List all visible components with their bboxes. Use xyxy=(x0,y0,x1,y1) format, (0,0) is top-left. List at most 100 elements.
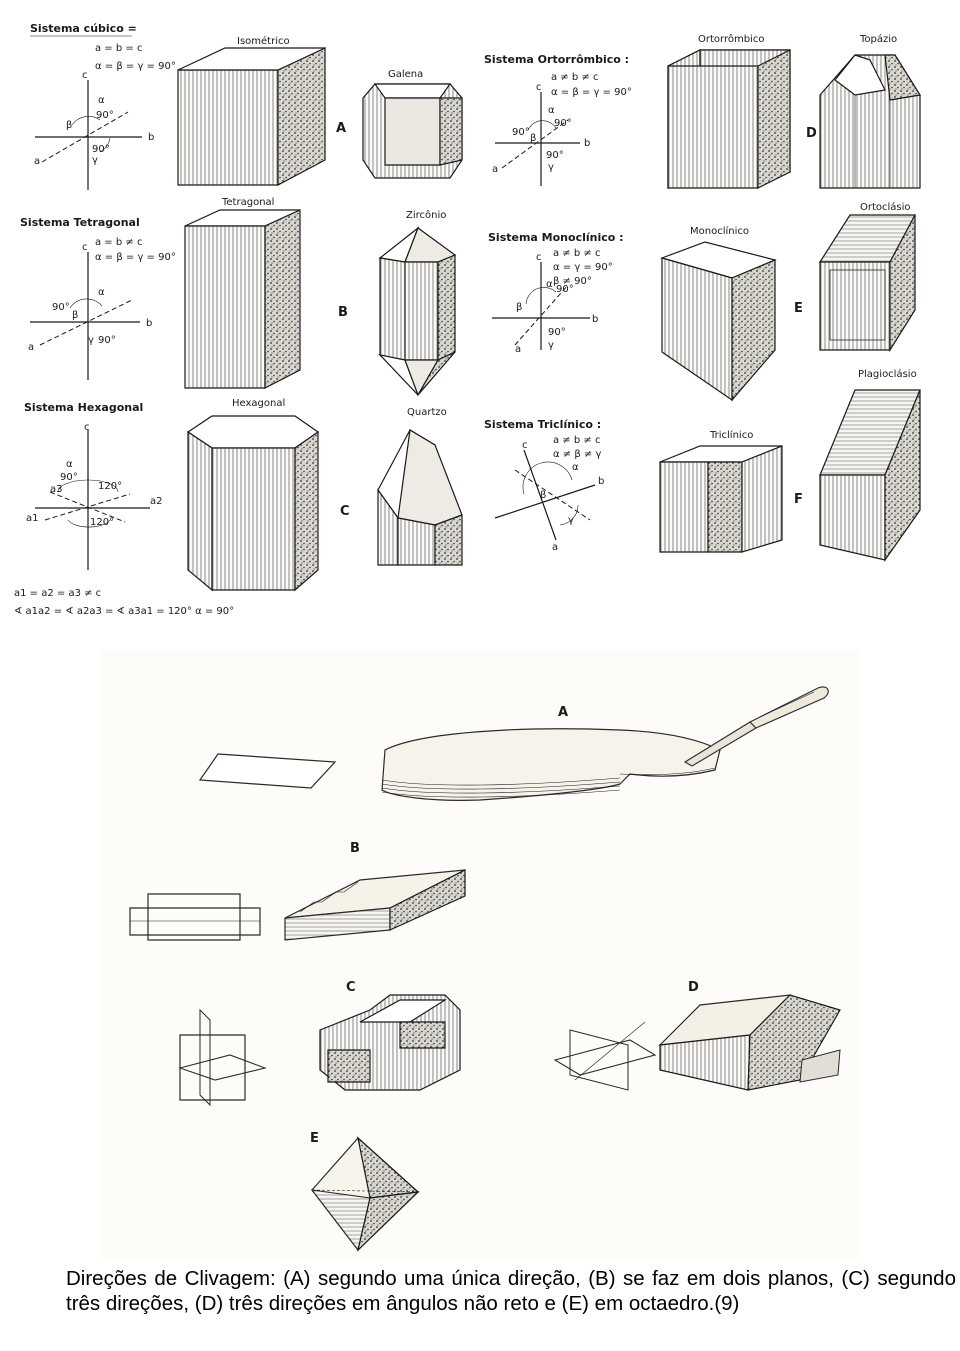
monoclinic-heading: Sistema Monoclínico : xyxy=(488,231,624,244)
monoclinic-right-angle2: 90° xyxy=(548,327,566,338)
figure-caption: Direções de Clivagem: (A) segundo uma ún… xyxy=(66,1267,956,1315)
tetragonal-heading: Sistema Tetragonal xyxy=(20,216,140,229)
triclinic-heading: Sistema Triclínico : xyxy=(484,418,601,431)
cleavage-b-planes-icon xyxy=(129,893,261,941)
cleavage-c: C xyxy=(178,980,461,1107)
orthorhombic-system: Sistema Ortorrômbico : a ≠ b ≠ c α = β =… xyxy=(484,33,921,189)
cleavage-d: D xyxy=(553,980,841,1091)
orthoclase-crystal-drawing xyxy=(818,214,916,353)
orthorhombic-axis-c: c xyxy=(536,82,542,93)
cubic-axis-a: a xyxy=(34,156,40,167)
cleavage-a: A xyxy=(198,686,829,801)
topaz-crystal-drawing xyxy=(819,54,921,189)
triclinic-letter: F xyxy=(794,492,803,507)
orthorhombic-right-angle3: 90° xyxy=(546,150,564,161)
cubic-rule1: a = b = c xyxy=(95,43,142,54)
monoclinic-rule2: α = γ = 90° xyxy=(553,262,613,273)
knife-drawing xyxy=(683,686,829,767)
monoclinic-angle-alpha: α xyxy=(546,279,553,290)
cubic-rule2: α = β = γ = 90° xyxy=(95,61,176,72)
hexagonal-rule1: a1 = a2 = a3 ≠ c xyxy=(14,588,101,599)
monoclinic-axis-a: a xyxy=(515,344,521,355)
hexagonal-axis-c: c xyxy=(84,422,90,433)
orthorhombic-axes-diagram: c b a α 90° 90° β 90° γ xyxy=(492,82,590,186)
triclinic-prism-drawing xyxy=(659,445,783,553)
triclinic-system: Sistema Triclínico : a ≠ b ≠ c α ≠ β ≠ γ… xyxy=(484,368,921,562)
tetragonal-right-angle2: 90° xyxy=(98,335,116,346)
orthorhombic-rule1: a ≠ b ≠ c xyxy=(551,72,598,83)
orthorhombic-angle-beta: β xyxy=(530,133,536,144)
orthorhombic-angle-alpha: α xyxy=(548,105,555,116)
cubic-heading: Sistema cúbico = xyxy=(30,22,137,35)
orthorhombic-right-angle1: 90° xyxy=(554,118,572,129)
triclinic-axes-diagram: c b a α β γ xyxy=(494,440,604,553)
cleavage-label-a: A xyxy=(558,705,568,720)
tetragonal-rule2: α = β = γ = 90° xyxy=(95,252,176,263)
hexagonal-angle-alpha: α xyxy=(66,459,73,470)
tetragonal-axis-b: b xyxy=(146,318,152,329)
step-block-drawing xyxy=(284,869,466,941)
monoclinic-axis-b: b xyxy=(592,314,598,325)
hexagonal-angle-120a: 120° xyxy=(98,481,122,492)
quartz-crystal-drawing xyxy=(377,429,463,566)
octahedron-drawing xyxy=(310,1136,420,1252)
orthorhombic-crystal2-label: Topázio xyxy=(859,33,897,45)
cleavage-label-b: B xyxy=(350,841,360,856)
monoclinic-axes-diagram: c b a α 90° β 90° γ xyxy=(492,252,598,355)
monoclinic-right-angle1: 90° xyxy=(556,284,574,295)
orthorhombic-angle-gamma: γ xyxy=(548,162,554,173)
cleavage-label-c: C xyxy=(346,980,356,995)
tetragonal-axis-a: a xyxy=(28,342,34,353)
cubic-cleavage-block-drawing xyxy=(319,994,461,1091)
rhombohedral-block-drawing xyxy=(658,994,841,1091)
cleavage-d-planes-icon xyxy=(553,1021,657,1091)
cubic-angle-beta: β xyxy=(66,120,72,131)
tetragonal-system: Sistema Tetragonal a = b ≠ c α = β = γ =… xyxy=(20,197,457,397)
monoclinic-rule1: a ≠ b ≠ c xyxy=(553,248,600,259)
orthorhombic-rule2: α = β = γ = 90° xyxy=(551,87,632,98)
cubic-letter: A xyxy=(336,121,346,136)
tetragonal-angle-gamma: γ xyxy=(88,335,94,346)
orthorhombic-axis-a: a xyxy=(492,164,498,175)
monoclinic-prism-drawing xyxy=(660,241,777,402)
hexagonal-letter: C xyxy=(340,504,350,519)
plagioclase-crystal-drawing xyxy=(819,389,921,562)
triclinic-crystal1-label: Triclínico xyxy=(709,429,753,441)
cubic-angle-gamma: γ xyxy=(92,155,98,166)
cleavage-b: B xyxy=(129,841,466,941)
tetragonal-axes-diagram: c b a α 90° β γ 90° xyxy=(28,242,152,380)
orthorhombic-letter: D xyxy=(806,126,817,141)
monoclinic-angle-beta: β xyxy=(516,302,522,313)
monoclinic-crystal2-label: Ortoclásio xyxy=(860,201,911,213)
triclinic-axis-b: b xyxy=(598,476,604,487)
cleavage-label-d: D xyxy=(688,980,699,995)
mica-sheets-drawing xyxy=(381,728,721,801)
triclinic-rule1: a ≠ b ≠ c xyxy=(553,435,600,446)
orthorhombic-crystal1-label: Ortorrômbico xyxy=(698,33,764,45)
cubic-axis-c: c xyxy=(82,70,88,81)
cubic-right-angle2: 90° xyxy=(92,144,110,155)
monoclinic-crystal1-label: Monoclínico xyxy=(690,225,749,237)
hexagonal-axis-a3: a3 xyxy=(50,484,63,495)
zircon-crystal-drawing xyxy=(378,226,457,397)
hexagonal-axis-a2: a2 xyxy=(150,496,163,507)
cleavage-label-e: E xyxy=(310,1131,319,1146)
monoclinic-system: Sistema Monoclínico : a ≠ b ≠ c α = γ = … xyxy=(488,201,916,402)
cleavage-directions-figure: A B C xyxy=(100,650,860,1260)
tetragonal-angle-beta: β xyxy=(72,310,78,321)
cleavage-a-plane-icon xyxy=(198,753,337,789)
galena-crystal-drawing xyxy=(362,83,463,179)
monoclinic-rule3: β ≠ 90° xyxy=(553,276,592,287)
triclinic-angle-gamma: γ xyxy=(568,515,574,526)
hexagonal-prism-drawing xyxy=(186,415,320,592)
monoclinic-letter: E xyxy=(794,301,803,316)
orthorhombic-right-angle2: 90° xyxy=(512,127,530,138)
tetragonal-letter: B xyxy=(338,305,348,320)
orthorhombic-heading: Sistema Ortorrômbico : xyxy=(484,53,629,66)
triclinic-rule2: α ≠ β ≠ γ xyxy=(553,449,601,460)
cubic-angle-alpha: α xyxy=(98,95,105,106)
monoclinic-angle-gamma: γ xyxy=(548,340,554,351)
hexagonal-heading: Sistema Hexagonal xyxy=(24,401,143,414)
crystal-systems-figure: Sistema cúbico = a = b = c α = β = γ = 9… xyxy=(14,22,921,617)
hexagonal-axes-diagram: c α 90° a3 120° a2 a1 120° xyxy=(26,422,163,570)
